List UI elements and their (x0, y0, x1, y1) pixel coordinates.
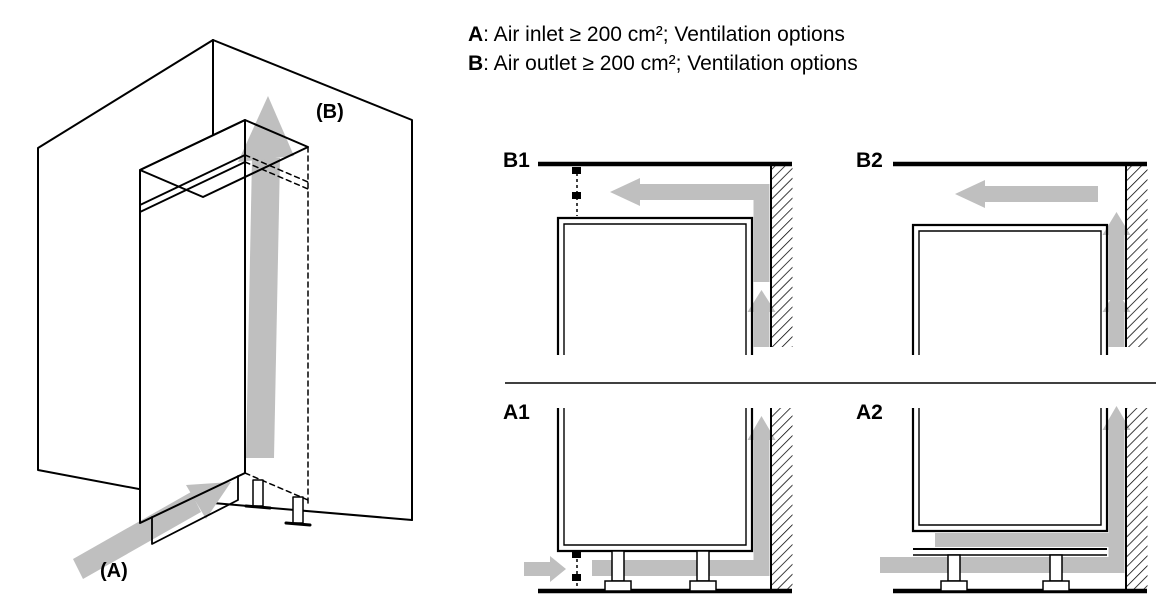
panel-b2-cabinet-outer (911, 223, 1109, 355)
panel-a1-cabinet-inner (563, 408, 747, 546)
legend-line-air-outlet: B: Air outlet ≥ 200 cm²; Ventilation opt… (468, 49, 858, 78)
panel-a1 (524, 408, 793, 594)
panel-label-a2: A2 (856, 401, 883, 424)
legend-text-b: : Air outlet ≥ 200 cm²; Ventilation opti… (483, 52, 858, 75)
panel-a2-feet (940, 554, 1070, 592)
air-outlet-arrow (246, 158, 280, 458)
panel-b2 (893, 161, 1148, 355)
panel-b1-cabinet-outer (556, 216, 754, 355)
panel-label-b1: B1 (503, 149, 530, 172)
panel-a1-arrows (524, 416, 776, 582)
legend: A: Air inlet ≥ 200 cm²; Ventilation opti… (468, 20, 858, 78)
panel-label-b2: B2 (856, 149, 883, 172)
legend-key-b: B (468, 52, 484, 75)
air-inlet-arrow-head (186, 482, 231, 519)
panel-b1-cabinet-inner (563, 223, 747, 355)
panel-b1 (538, 161, 793, 355)
panel-a2-cabinet-inner (918, 408, 1102, 526)
panel-a1-wall-hatch (771, 408, 793, 591)
panel-b2-wall-hatch (1126, 166, 1148, 347)
panel-a1-cabinet-outer (556, 408, 754, 553)
panel-label-a1: A1 (503, 401, 530, 424)
panel-a2-cabinet-outer (911, 408, 1109, 533)
panel-b1-wall-hatch (771, 166, 793, 347)
panel-b2-cabinet-inner (918, 230, 1102, 355)
cabinet-hidden-edges (244, 146, 309, 506)
airflow-arrows (73, 96, 294, 579)
panel-b1-grille-marks (572, 167, 581, 199)
panel-b1-arrows (610, 178, 776, 347)
legend-line-air-inlet: A: Air inlet ≥ 200 cm²; Ventilation opti… (468, 20, 858, 49)
legend-text-a: : Air inlet ≥ 200 cm²; Ventilation optio… (483, 23, 845, 46)
panel-b2-arrows (955, 180, 1131, 347)
panel-a2-arrows (880, 406, 1131, 573)
panel-a2-wall-hatch (1126, 408, 1148, 591)
cabinet-feet (244, 479, 312, 527)
legend-key-a: A (468, 23, 484, 46)
panel-a1-grille-marks (572, 551, 581, 581)
panel-a1-feet (604, 550, 717, 592)
isometric-view (37, 39, 413, 579)
iso-label-air-inlet: (A) (100, 560, 128, 582)
air-inlet-arrow (73, 492, 201, 579)
iso-label-air-outlet: (B) (316, 101, 344, 123)
panel-a2 (880, 406, 1148, 594)
